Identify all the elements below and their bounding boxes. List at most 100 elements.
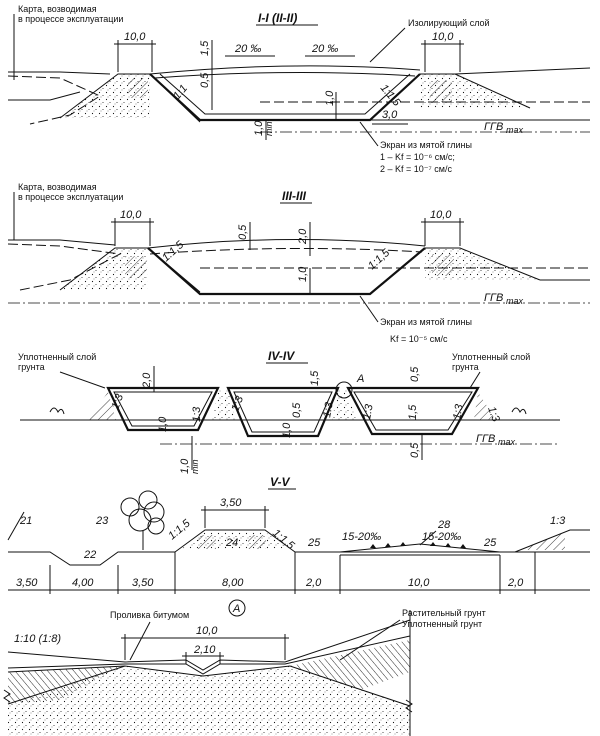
dike-fill	[60, 74, 150, 118]
screen-label: Экран из мятой глины	[380, 317, 472, 327]
leader-line	[129, 621, 151, 661]
dim-text: 0,5	[291, 402, 303, 418]
slope-text: 1:3	[361, 403, 376, 421]
callout-21: 21	[19, 515, 32, 527]
berm-fill	[88, 392, 116, 420]
dim-text: 1,0	[324, 90, 336, 106]
cell-3-inner	[353, 391, 473, 431]
section-4: IV-IV Уплотненный слой грунта Уплотненны…	[18, 349, 560, 474]
slope-pct-left: 15-20‰	[342, 531, 381, 543]
slope-text: 1:1,5	[378, 82, 403, 109]
ground-line	[8, 71, 111, 75]
berm-fill	[332, 390, 356, 420]
dashed-contour	[149, 247, 423, 255]
dim-text: 1,5	[309, 370, 321, 386]
callout-24: 24	[225, 537, 238, 549]
dim-text: 0,5	[409, 366, 421, 382]
compact-soil-label: Уплотненный грунт	[402, 619, 482, 629]
break-mark	[3, 689, 11, 703]
cell-2	[226, 386, 340, 438]
dim-text: 0,5	[199, 72, 211, 88]
ggv-label: ГГВ	[484, 121, 503, 133]
slope-text: 1:3	[451, 403, 466, 421]
bottom-dim: 2,0	[507, 577, 524, 589]
slope-right-pct: 20 ‰	[311, 43, 338, 55]
dike-24	[174, 529, 296, 553]
slope-text: 1:3	[550, 515, 566, 527]
hatch-block	[520, 532, 565, 550]
hatch-block	[432, 254, 454, 276]
bottom-dim: 8,00	[222, 577, 244, 589]
veg-soil-label: Растительный грунт	[402, 608, 486, 618]
hatch-block	[248, 535, 266, 549]
bottom-dim: 2,0	[305, 577, 322, 589]
bottom-dim: 10,0	[408, 577, 430, 589]
ggv-label: ГГВ	[484, 292, 503, 304]
dim-text: 0,5	[237, 224, 249, 240]
card-label-2: в процессе эксплуатации	[18, 14, 123, 24]
cell-2-inner	[233, 391, 333, 433]
break-mark	[405, 699, 413, 713]
layer-line	[7, 665, 126, 673]
dim-text: 10,0	[430, 209, 452, 221]
detail-a: A Проливка битумом Растительный грунт Уп…	[3, 599, 486, 736]
dim-min: min	[190, 459, 200, 474]
slope-text: 1:3	[230, 394, 247, 413]
callout-25: 25	[483, 537, 497, 549]
slope-left-pct: 20 ‰	[234, 43, 261, 55]
section-5: V-V 21 23 22 24 3,50 1:1,5 1:1,5 25 25	[7, 475, 590, 594]
slope-text: 1:1	[171, 82, 190, 101]
hatch-block	[430, 80, 452, 102]
callout-25: 25	[307, 537, 321, 549]
cell-3	[346, 386, 480, 436]
ground-line	[8, 91, 81, 101]
dim-text: 3,0	[382, 109, 398, 121]
screen-item-1: 1 – Kf = 10⁻⁶ см/с;	[380, 152, 455, 162]
slope-text: 1:3	[321, 401, 336, 419]
callout-28: 28	[437, 519, 451, 531]
core-fill	[8, 666, 410, 736]
compact-right-1: Уплотненный слой	[452, 352, 530, 362]
slope-text: 1:3	[110, 392, 127, 411]
slope-text: 1:1,5	[160, 238, 187, 264]
dim-text: 3,50	[220, 497, 242, 509]
clay-screen	[147, 247, 426, 296]
bitumen-label: Проливка битумом	[110, 610, 189, 620]
ggv-sub: max	[506, 125, 524, 135]
leader-line	[419, 530, 437, 546]
compact-left-1: Уплотненный слой	[18, 352, 96, 362]
leader-line	[469, 371, 481, 389]
section-1: I-I (II-II) Карта, возводимая в процессе…	[7, 4, 591, 174]
dim-text: 10,0	[196, 625, 218, 637]
callout-23: 23	[95, 515, 109, 527]
dim-ticks	[49, 552, 536, 594]
slope-text: 1:1,5	[166, 517, 193, 542]
insulating-bottom	[154, 71, 416, 79]
hatch-layer	[290, 640, 410, 690]
dim-text: 1,0	[179, 458, 191, 474]
cell-1	[106, 386, 220, 432]
insulating-top	[149, 65, 421, 75]
dim-text: 1,0	[157, 416, 169, 432]
callout-circle	[335, 381, 353, 399]
road-surface	[339, 543, 501, 553]
screen-inner	[159, 73, 411, 115]
compact-left-2: грунта	[18, 362, 45, 372]
slope-text: 1:3	[485, 405, 502, 424]
ggv-label: ГГВ	[476, 433, 495, 445]
compact-right-2: грунта	[452, 362, 479, 372]
card-label-1: Карта, возводимая	[18, 4, 97, 14]
dim-text: 0,5	[409, 442, 421, 458]
screen-label: Экран из мятой глины	[380, 140, 472, 150]
leader-line	[59, 371, 106, 389]
second-layer	[7, 635, 411, 675]
dim-min: min	[264, 121, 274, 136]
dim-text: 2,10	[193, 644, 216, 656]
road-markers	[370, 542, 466, 548]
dim-text: 1,5	[199, 40, 211, 56]
section-1-title: I-I (II-II)	[258, 11, 297, 25]
hatch-block	[128, 78, 148, 98]
slope-text: 1:3	[191, 406, 203, 422]
shrub-icon	[511, 407, 527, 415]
callout-22: 22	[83, 549, 96, 561]
